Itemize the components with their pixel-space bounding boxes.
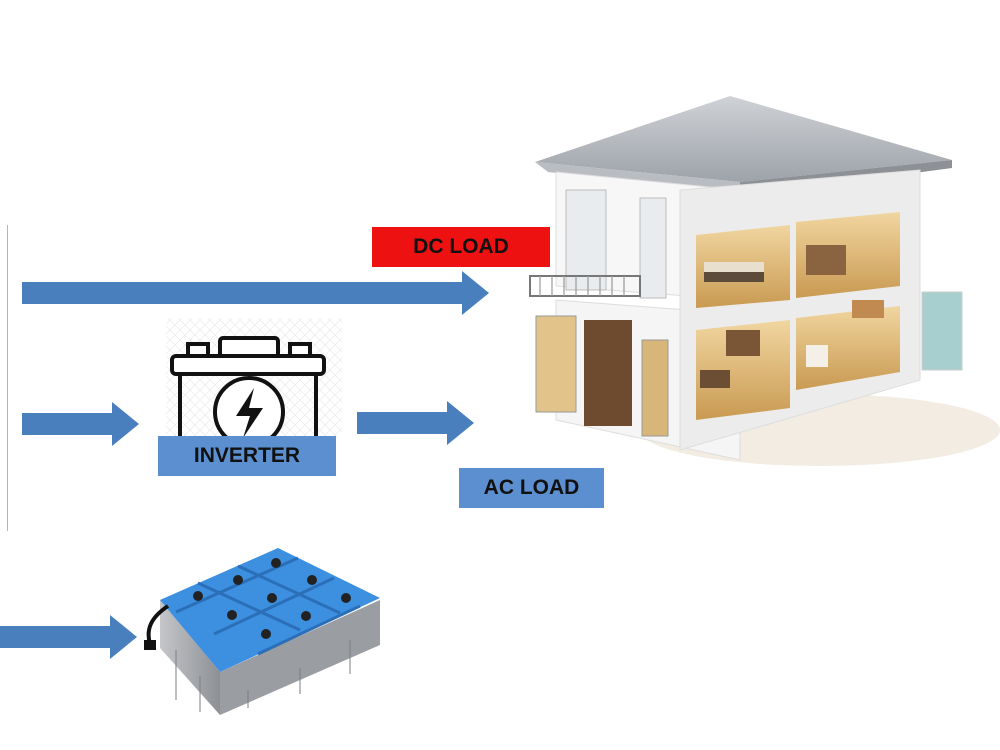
arrow-to-ac-load (357, 401, 474, 445)
left-frame-edge (0, 225, 8, 531)
inverter-label: INVERTER (158, 436, 336, 476)
arrow-to-battery-bank (0, 615, 137, 659)
battery-lightning-icon (166, 318, 342, 448)
house-cutaway-icon (529, 96, 1000, 466)
battery-bank-icon (144, 548, 380, 715)
dc-load-label: DC LOAD (372, 227, 550, 267)
arrow-to-inverter (22, 402, 139, 446)
ac-load-label: AC LOAD (459, 468, 604, 508)
arrow-to-dc-load (22, 271, 489, 315)
